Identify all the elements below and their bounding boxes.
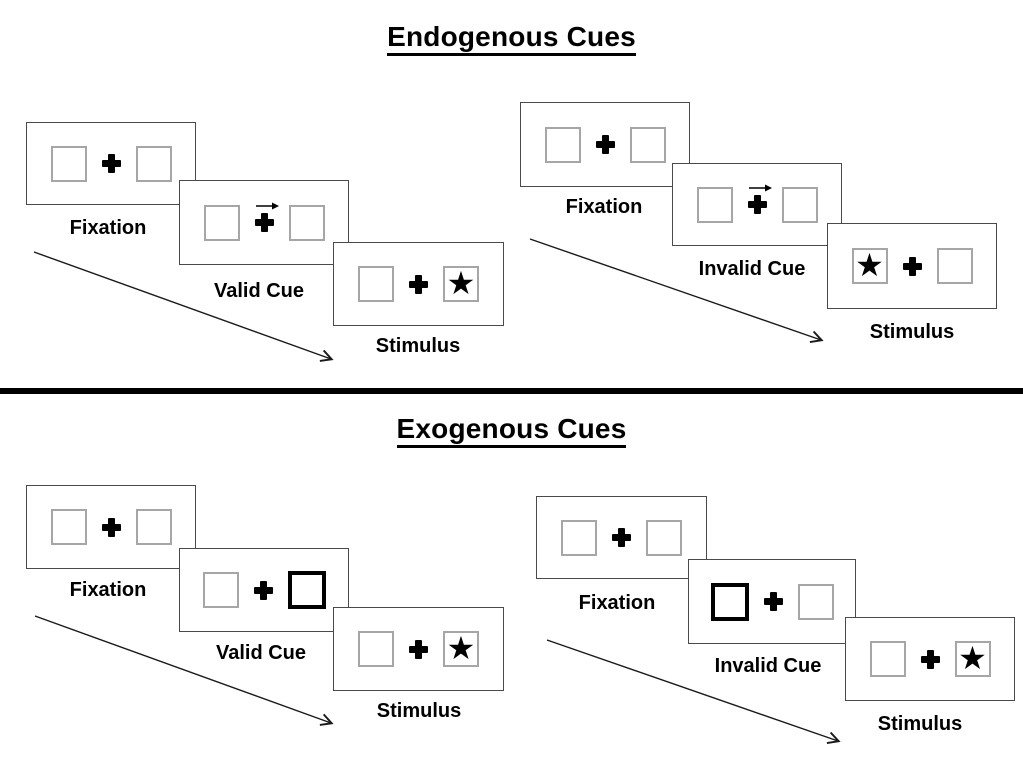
panel-caption: Fixation (565, 196, 643, 218)
left-box (50, 509, 87, 545)
exogenous-title-text: Exogenous Cues (396, 413, 627, 448)
exogenous-invalid-cue-panel (688, 559, 856, 644)
right-box (288, 204, 325, 241)
fixation-cross-icon (920, 649, 940, 669)
cue-right-arrow-icon (748, 184, 772, 192)
exogenous-invalid-fixation-panel (536, 496, 707, 579)
fixation-cross-icon (254, 202, 279, 232)
endogenous-invalid-stimulus-panel: ★ (827, 223, 997, 309)
panel-caption: Stimulus (869, 321, 955, 343)
left-box-with-target: ★ (851, 246, 888, 284)
timeline-arrow-exogenous-valid (34, 615, 334, 726)
left-box-highlight-cue-icon (710, 582, 749, 621)
fixation-cross-icon (763, 592, 783, 611)
panel-caption: Stimulus (376, 700, 462, 722)
right-box (629, 126, 666, 163)
fixation-cross-icon (747, 184, 772, 214)
left-box (561, 519, 597, 556)
exogenous-invalid-stimulus-panel: ★ (845, 617, 1015, 701)
right-box-highlight-cue-icon (287, 571, 326, 609)
fixation-cross-icon (902, 256, 922, 276)
panel-caption: Valid Cue (215, 642, 307, 664)
fixation-cross-icon (101, 517, 121, 537)
panel-caption: Invalid Cue (698, 258, 806, 280)
left-box (696, 186, 733, 223)
left-box (50, 145, 87, 182)
endogenous-invalid-cue-panel (672, 163, 842, 246)
endogenous-valid-cue-panel (179, 180, 349, 265)
timeline-arrow-endogenous-invalid (529, 238, 824, 344)
panel-caption: Invalid Cue (714, 655, 822, 677)
left-box (544, 126, 581, 163)
panel-caption: Fixation (578, 592, 656, 614)
fixation-cross-icon (101, 154, 121, 173)
panel-caption: Fixation (69, 217, 147, 239)
timeline-arrow-exogenous-invalid (546, 639, 841, 745)
fixation-cross-icon (612, 528, 631, 547)
fixation-cross-icon (253, 580, 273, 600)
fixation-cross-icon (409, 639, 428, 659)
right-box-with-target: ★ (443, 631, 479, 667)
target-star-icon: ★ (855, 246, 884, 284)
cue-right-arrow-icon (255, 202, 279, 210)
fixation-cross-icon (409, 274, 428, 294)
fixation-cross-icon (595, 135, 615, 154)
right-box (135, 509, 172, 545)
endogenous-title-text: Endogenous Cues (387, 21, 636, 56)
target-star-icon: ★ (958, 639, 987, 677)
panel-caption: Valid Cue (213, 280, 305, 302)
panel-caption: Stimulus (375, 335, 461, 357)
right-box (936, 248, 973, 284)
left-box (203, 204, 240, 241)
exogenous-valid-fixation-panel (26, 485, 196, 569)
exogenous-section-title: Exogenous Cues (0, 413, 1023, 448)
endogenous-section-title: Endogenous Cues (0, 21, 1023, 56)
panel-caption: Stimulus (877, 713, 963, 735)
endogenous-valid-stimulus-panel: ★ (333, 242, 504, 326)
right-box (135, 145, 172, 182)
right-box (646, 519, 682, 556)
target-star-icon: ★ (446, 264, 476, 302)
timeline-arrow-endogenous-valid (33, 251, 334, 362)
left-box (358, 266, 394, 302)
right-box (797, 583, 834, 620)
exogenous-valid-stimulus-panel: ★ (333, 607, 504, 691)
target-star-icon: ★ (446, 629, 476, 667)
right-box (781, 186, 818, 223)
exogenous-valid-cue-panel (179, 548, 349, 632)
left-box (358, 631, 394, 667)
endogenous-valid-fixation-panel (26, 122, 196, 205)
panel-caption: Fixation (69, 579, 147, 601)
left-box (869, 641, 906, 677)
right-box-with-target: ★ (954, 639, 991, 677)
right-box-with-target: ★ (443, 266, 479, 302)
endogenous-invalid-fixation-panel (520, 102, 690, 187)
section-divider (0, 388, 1023, 394)
left-box (202, 572, 239, 608)
